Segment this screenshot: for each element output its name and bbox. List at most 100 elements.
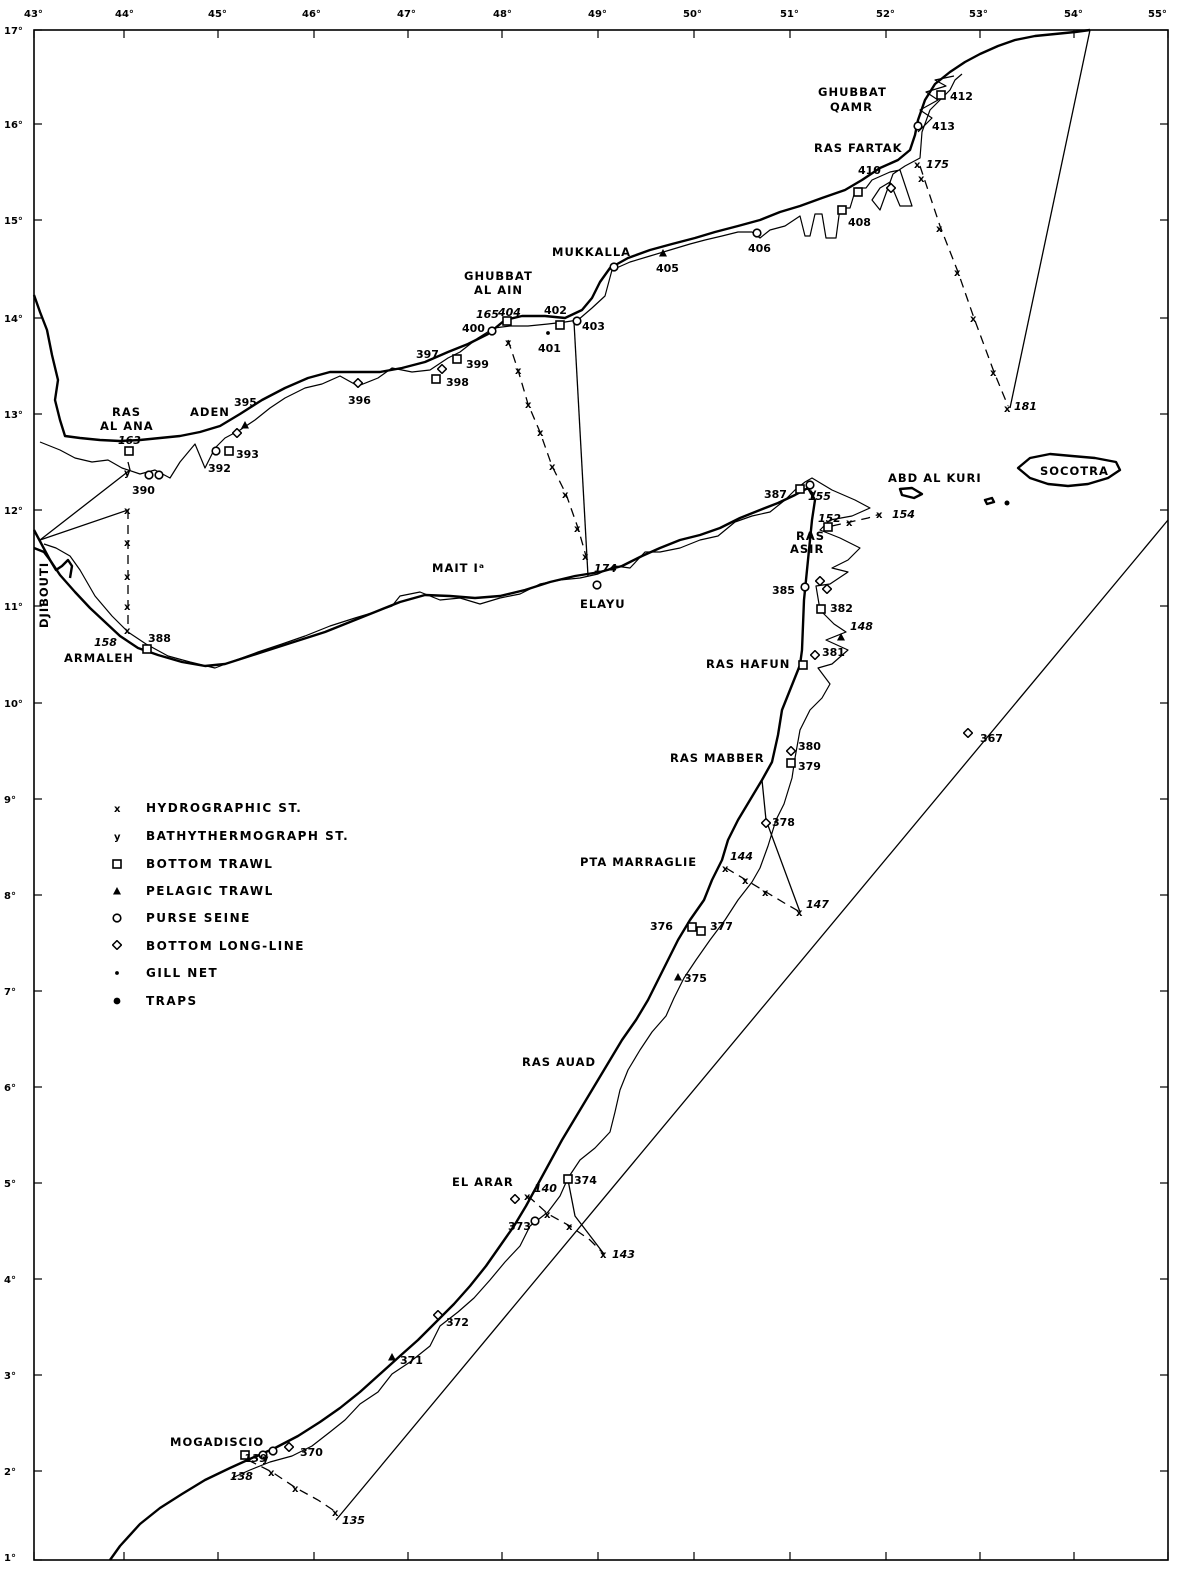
djibouti-coastline [33,546,74,579]
lat-label-6: 6° [4,1083,16,1094]
label-398: 398 [446,376,469,389]
hx-165g: x [574,524,581,535]
label-367: 367 [980,732,1003,745]
lon-label-43: 43° [24,9,43,20]
legend-purse-seine-icon [112,913,122,923]
lat-label-7: 7° [4,987,16,998]
marker-376 [687,922,697,932]
small-island-2 [1004,500,1010,506]
label-413: 413 [932,120,955,133]
label-395: 395 [234,396,257,409]
hx-140: x [524,1192,531,1203]
marker-406 [752,228,762,238]
label-402: 402 [544,304,567,317]
label-387: 387 [764,488,787,501]
lon-label-44: 44° [115,9,134,20]
marker-380 [786,746,796,756]
station-labels: 412 413 410 175 408 406 405 165 404 402 … [94,90,1037,1527]
place-ghubbat-qamr-line1: GHUBBAT [818,85,887,99]
hx-158: x [124,626,131,637]
label-393: 393 [236,448,259,461]
hx-154: x [876,510,883,521]
marker-373 [530,1216,540,1226]
hx-144c: x [762,888,769,899]
marker-381 [810,650,820,660]
hx-165e: x [549,462,556,473]
lat-label-5: 5° [4,1179,16,1190]
marker-413 [913,121,923,131]
place-ras-al-ana-line1: RAS [112,405,141,419]
label-158: 158 [94,636,117,649]
marker-elayu [592,580,602,590]
label-404: 404 [497,306,521,319]
place-ras-asir-line2: ASIR [790,542,824,556]
transect-138-135 [247,1459,337,1513]
hx-138: x [268,1468,275,1479]
lon-label-49: 49° [588,9,607,20]
lat-label-17: 17° [4,26,23,37]
label-382: 382 [830,602,853,615]
hx-135: x [332,1508,339,1519]
label-135: 135 [342,1514,365,1527]
lon-label-55: 55° [1148,9,1167,20]
hx-175c: x [936,224,943,235]
hx-144: x [722,864,729,875]
place-ras-asir-line1: RAS [796,529,825,543]
place-djibouti: DJIBOUTI [37,562,51,628]
label-144: 144 [730,850,753,863]
legend-pelagic-trawl-label: PELAGIC TRAWL [146,884,274,898]
marker-390 [144,470,154,480]
lat-label-14: 14° [4,314,23,325]
label-379: 379 [798,760,821,773]
place-mogadiscio: MOGADISCIO [170,1435,264,1449]
abd-al-kuri-island [898,486,924,500]
label-401: 401 [538,342,561,355]
hx-163c: x [124,572,131,583]
lon-label-53: 53° [969,9,988,20]
lat-label-8: 8° [4,891,16,902]
hx-165: x [505,338,512,349]
hx-143: x [600,1250,607,1261]
axis-ticks [33,29,1169,1561]
lat-label-12: 12° [4,506,23,517]
hx-165c: x [525,400,532,411]
label-371: 371 [400,1354,423,1367]
hx-144b: x [742,876,749,887]
place-ras-auad: RAS AUAD [522,1055,596,1069]
marker-400 [487,326,497,336]
marker-163 [124,446,134,456]
marker-397 [437,364,447,374]
label-376: 376 [650,920,673,933]
label-174: 174 [594,562,617,575]
place-ras-fartak: RAS FARTAK [814,141,903,155]
legend-bathythermograph-icon: y [114,832,121,843]
line-djibouti-ras-al-ana [39,461,131,541]
marker-148 [837,633,845,641]
label-155: 155 [808,490,831,503]
hx-152: x [846,518,853,529]
label-381: 381 [822,646,845,659]
legend-purse-seine-label: PURSE SEINE [146,911,251,925]
label-396: 396 [348,394,371,407]
lat-label-16: 16° [4,120,23,131]
arabian-survey-track [39,73,963,479]
label-139: 139 [244,1452,267,1465]
legend-gill-net-icon [115,971,119,975]
left-axis-labels: 17° 16° 15° 14° 13° 12° 11° 10° 9° 8° 7°… [4,26,23,1564]
marker-377 [696,926,706,936]
map-frame [33,29,1169,1561]
marker-401 [546,331,550,335]
hx-140c: x [566,1222,573,1233]
place-pta-marraglie: PTA MARRAGLIE [580,855,697,869]
marker-392 [211,446,221,456]
label-372: 372 [446,1316,469,1329]
place-ras-al-ana-line2: AL ANA [100,419,154,433]
lat-label-2: 2° [4,1467,16,1478]
line-181-north [1009,29,1091,409]
label-399: 399 [466,358,489,371]
label-175: 175 [926,158,949,171]
lon-label-54: 54° [1064,9,1083,20]
arabian-coastline [32,28,1091,443]
place-abd-al-kuri: ABD AL KURI [888,471,982,485]
